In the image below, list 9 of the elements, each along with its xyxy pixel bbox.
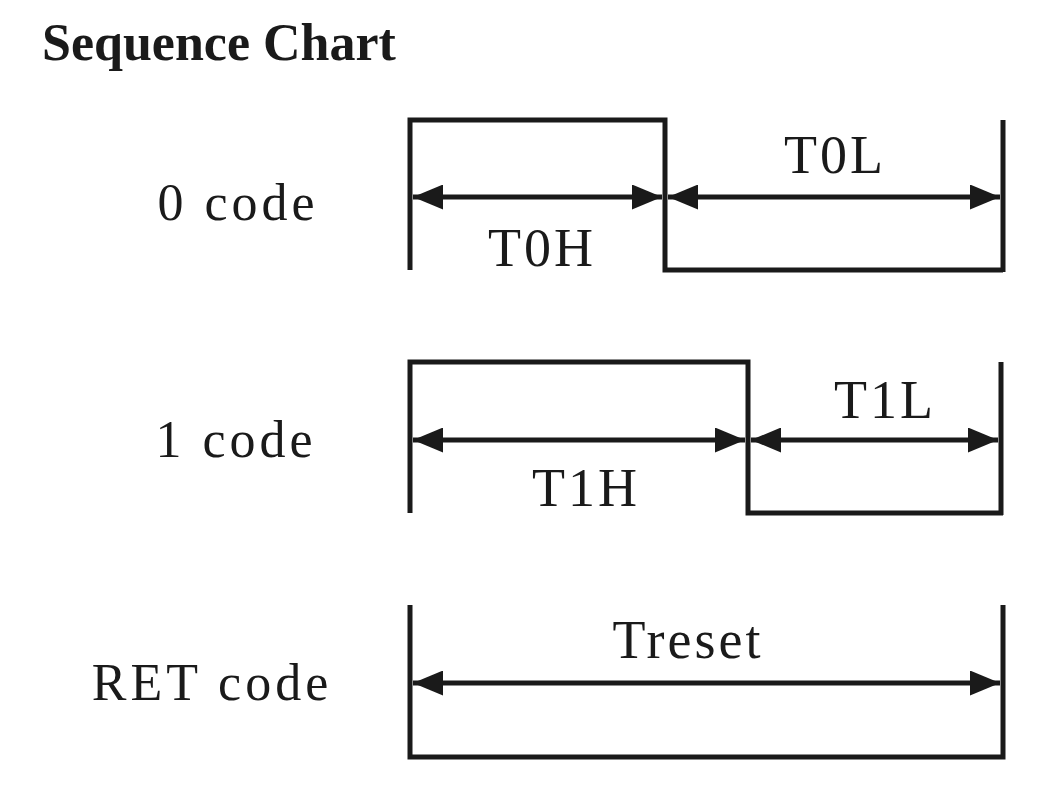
chart-title: Sequence Chart (42, 14, 396, 72)
duration-label: T0H (488, 221, 596, 275)
duration-label: T0L (784, 128, 886, 182)
code-label: 1 code (155, 414, 317, 466)
duration-label: T1L (834, 373, 936, 427)
duration-label: T1H (532, 461, 640, 515)
duration-label: Treset (612, 613, 764, 667)
code-label: RET code (91, 657, 333, 709)
code-label: 0 code (157, 177, 319, 229)
